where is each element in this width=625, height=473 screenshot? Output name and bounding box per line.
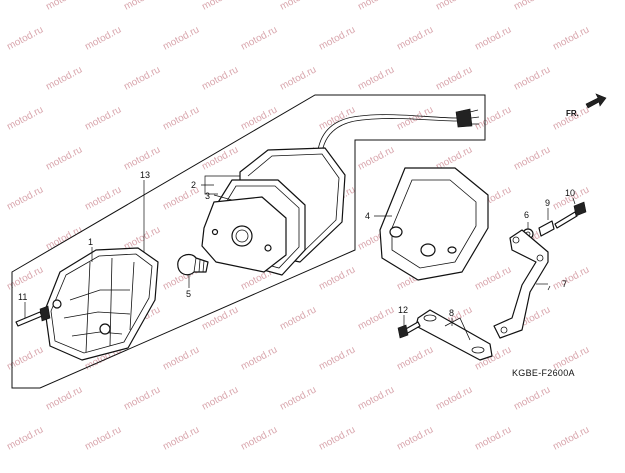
watermark-text: motod.ru [200,384,240,412]
watermark-text: motod.ru [356,0,396,13]
watermark-text: motod.ru [473,424,513,452]
callout-13: 13 [140,170,150,180]
callout-9: 9 [545,198,550,208]
watermark-text: motod.ru [551,264,591,292]
callout-4: 4 [365,211,370,221]
callout-labels: 13 1 2 3 4 5 6 7 8 9 10 11 12 [18,170,575,318]
wire-harness [317,108,480,153]
lens-screw[interactable] [15,299,62,327]
watermark-text: motod.ru [278,304,318,332]
watermark-text: motod.ru [512,384,552,412]
watermark-text: motod.ru [434,64,474,92]
watermark-text: motod.ru [5,104,45,132]
watermark-text: motod.ru [473,24,513,52]
watermark-text: motod.ru [122,64,162,92]
watermark-text: motod.ru [239,104,279,132]
watermark-text: motod.ru [44,0,84,13]
watermark-text: motod.ru [122,144,162,172]
watermark-text: motod.ru [83,104,123,132]
watermark-text: motod.ru [395,424,435,452]
watermark-text: motod.ru [44,384,84,412]
watermark-text: motod.ru [5,24,45,52]
watermark-text: motod.ru [434,0,474,13]
watermark-text: motod.ru [239,424,279,452]
callout-6: 6 [524,210,529,220]
watermark-text: motod.ru [239,24,279,52]
watermark-text: motod.ru [317,424,357,452]
watermark-text: motod.ru [161,424,201,452]
watermark-text: motod.ru [317,24,357,52]
watermark-text: motod.ru [395,24,435,52]
watermark-text: motod.ru [551,424,591,452]
direction-label: FR. [566,109,579,118]
watermark-text: motod.ru [317,344,357,372]
callout-8: 8 [449,308,454,318]
watermark-text: motod.ru [278,384,318,412]
watermark-text: motod.ru [83,184,123,212]
socket-plate [201,196,287,273]
watermark-text: motod.ru [356,384,396,412]
taillight-lens[interactable] [44,247,159,361]
callout-leaders [24,175,576,326]
watermark-text: motod.ru [434,384,474,412]
watermark-text: motod.ru [551,24,591,52]
watermark-text: motod.ru [161,24,201,52]
watermark-text: motod.ru [395,344,435,372]
callout-5: 5 [186,289,191,299]
watermark-text: motod.ru [317,264,357,292]
watermark-text: motod.ru [5,264,45,292]
bulb[interactable] [177,253,209,276]
watermark-text: motod.ru [44,224,84,252]
watermark-text: motod.ru [356,144,396,172]
watermark-text: motod.ru [356,304,396,332]
watermark-text: motod.ru [512,144,552,172]
callout-2: 2 [191,180,196,190]
watermark-text: motod.ru [83,24,123,52]
watermark-text: motod.ru [200,0,240,13]
front-direction-indicator: FR. [566,93,607,118]
callout-1: 1 [88,237,93,247]
stay-bracket[interactable] [493,229,549,339]
watermark-text: motod.ru [200,64,240,92]
license-light-cover[interactable] [379,167,489,281]
watermark-text: motod.ru [278,0,318,13]
watermark-text: motod.ru [278,64,318,92]
watermark-text: motod.ru [239,344,279,372]
callout-10: 10 [565,188,575,198]
watermark-text: motod.ru [473,264,513,292]
watermark-text: motod.ru [317,104,357,132]
callout-11: 11 [18,292,27,302]
callout-3: 3 [205,191,210,201]
watermark-text: motod.ru [473,104,513,132]
watermark-text: motod.ru [5,344,45,372]
watermark-text: motod.ru [83,424,123,452]
watermark-text: motod.ru [5,424,45,452]
watermark-text: motod.ru [161,104,201,132]
watermark-text: motod.ru [44,64,84,92]
watermark-text: motod.ru [5,184,45,212]
watermark-text: motod.ru [512,0,552,13]
watermark-text: motod.ru [512,64,552,92]
plate-screw[interactable] [397,321,421,339]
watermark-text: motod.ru [122,0,162,13]
watermark-text: motod.ru [161,344,201,372]
callout-7: 7 [562,279,567,289]
watermark-text: motod.ru [122,384,162,412]
assembly-frame [11,94,486,389]
diagram-code: KGBE-F2600A [512,368,575,378]
watermark-text: motod.ru [356,64,396,92]
callout-12: 12 [398,305,408,315]
watermark-text: motod.ru [44,144,84,172]
